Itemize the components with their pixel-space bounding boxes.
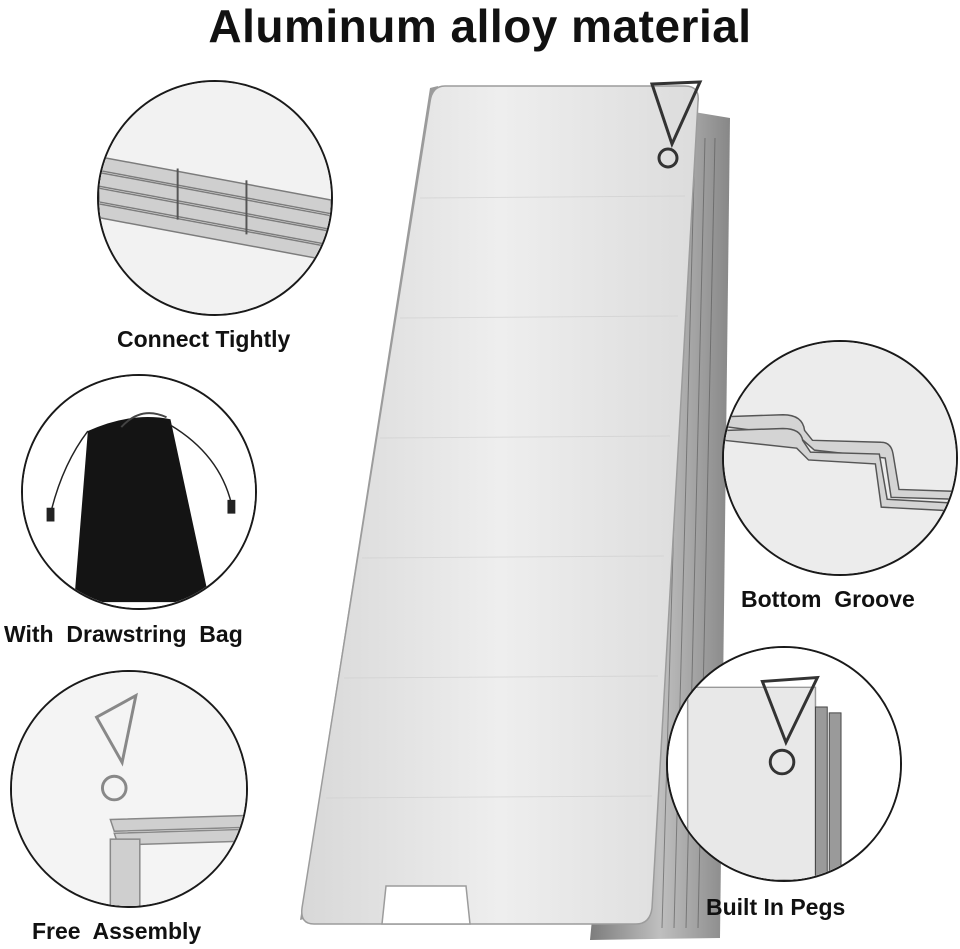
- drawstring-bag-detail: [21, 374, 257, 610]
- caption-built-in-pegs: Built In Pegs: [706, 894, 846, 920]
- free-assembly-detail: [10, 670, 248, 908]
- peg-insertion-image: [12, 672, 246, 906]
- bag-image: [23, 376, 255, 608]
- groove-closeup-image: [724, 342, 956, 574]
- caption-drawstring-bag: With Drawstring Bag: [4, 621, 243, 647]
- pegs-closeup-image: [668, 648, 900, 880]
- page-title: Aluminum alloy material: [208, 0, 752, 52]
- caption-connect-tightly: Connect Tightly: [117, 326, 291, 352]
- caption-bottom-groove: Bottom Groove: [741, 586, 915, 612]
- bottom-groove-detail: [722, 340, 958, 576]
- caption-free-assembly: Free Assembly: [32, 918, 202, 944]
- connect-tightly-detail: [97, 80, 333, 316]
- hinge-closeup-image: [99, 82, 331, 314]
- built-in-pegs-detail: [666, 646, 902, 882]
